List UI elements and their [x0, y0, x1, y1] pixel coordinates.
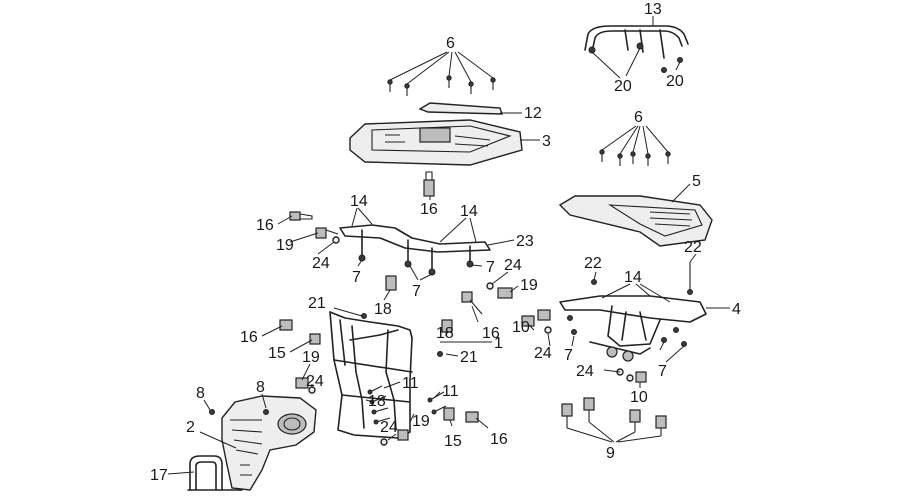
callout-24: 24	[380, 419, 398, 436]
bolt-18-upper	[385, 275, 397, 291]
bolt-19-left	[315, 227, 339, 239]
part-2-front-bumper	[221, 395, 317, 491]
callout-9: 9	[606, 445, 615, 462]
part-9-bolt-set	[561, 397, 667, 436]
screw-8-right	[263, 409, 269, 415]
bolt-set-6-rear	[599, 149, 671, 166]
callout-17: 17	[150, 467, 168, 484]
callout-7: 7	[658, 363, 667, 380]
front-rack-frame	[339, 224, 491, 276]
callout-12: 12	[524, 105, 542, 122]
callout-24: 24	[306, 373, 324, 390]
part-3-front-rack-panel	[349, 119, 523, 166]
callout-20: 20	[666, 73, 684, 90]
callout-3: 3	[542, 133, 551, 150]
bolt-19-lower	[397, 429, 409, 441]
callout-19: 19	[302, 349, 320, 366]
callout-24: 24	[504, 257, 522, 274]
part-17-front-guard	[187, 455, 243, 491]
callout-11: 11	[442, 383, 459, 400]
callout-16: 16	[482, 325, 500, 342]
callout-1: 1	[494, 335, 503, 352]
callout-19: 19	[520, 277, 538, 294]
callout-7: 7	[412, 283, 421, 300]
callout-16: 16	[420, 201, 438, 218]
bolt-16-lower-right	[465, 411, 479, 423]
callout-18: 18	[368, 393, 386, 410]
callout-18: 18	[374, 301, 392, 318]
bolt-15-left	[309, 333, 321, 345]
callout-24: 24	[576, 363, 594, 380]
callout-19: 19	[412, 413, 430, 430]
callout-14: 14	[460, 203, 478, 220]
bolt-16-lower-left	[279, 319, 293, 331]
washer-24-center	[486, 282, 494, 290]
callout-10: 10	[512, 319, 530, 336]
callout-21: 21	[460, 349, 478, 366]
callout-16: 16	[490, 431, 508, 448]
leader-lines	[167, 16, 730, 475]
callout-6: 6	[634, 109, 643, 126]
part-5-rear-rack-panel	[558, 195, 713, 247]
callout-22: 22	[584, 255, 602, 272]
part-4-rear-rack-frame	[559, 295, 707, 362]
bolt-18-lower	[441, 319, 453, 333]
callout-18: 18	[436, 325, 454, 342]
callout-7: 7	[486, 259, 495, 276]
bolt-16-center	[461, 291, 483, 315]
part-13-handle-bar	[584, 25, 689, 73]
callout-11: 11	[402, 375, 419, 392]
callout-2: 2	[186, 419, 195, 436]
callout-19: 19	[276, 237, 294, 254]
bolt-15-lower	[443, 407, 455, 421]
bolt-set-6-top	[387, 75, 496, 96]
callout-5: 5	[692, 173, 701, 190]
bolt-19-lower-left	[295, 377, 309, 389]
washer-24-lower	[380, 438, 388, 446]
screw-8-left	[209, 409, 215, 415]
callout-10: 10	[630, 389, 648, 406]
part-12-bracket	[418, 102, 503, 115]
callout-16: 16	[256, 217, 274, 234]
washer-24-left	[332, 236, 340, 244]
callout-21: 21	[308, 295, 326, 312]
bolt-set-11-18	[367, 385, 447, 425]
part-1-front-frame	[329, 311, 443, 439]
callout-7: 7	[352, 269, 361, 286]
callout-15: 15	[444, 433, 462, 450]
callout-labels: 13 20 20 6 12 3 16 6 5 14 14 23 16 19 24…	[150, 1, 741, 484]
callout-16: 16	[240, 329, 258, 346]
callout-14: 14	[624, 269, 642, 286]
bolt-16-left	[289, 211, 313, 221]
fasteners-rear-rack	[521, 262, 693, 383]
callout-4: 4	[732, 301, 741, 318]
callout-13: 13	[644, 1, 662, 18]
callout-6: 6	[446, 35, 455, 52]
callout-8: 8	[256, 379, 265, 396]
bolt-19-center	[497, 287, 513, 299]
callout-14: 14	[350, 193, 368, 210]
callout-23: 23	[516, 233, 534, 250]
callout-8: 8	[196, 385, 205, 402]
callout-24: 24	[534, 345, 552, 362]
callout-15: 15	[268, 345, 286, 362]
callout-24: 24	[312, 255, 330, 272]
bolt-16-rack-mount	[423, 171, 435, 197]
callout-22: 22	[684, 239, 702, 256]
callout-7: 7	[564, 347, 573, 364]
callout-20: 20	[614, 78, 632, 95]
